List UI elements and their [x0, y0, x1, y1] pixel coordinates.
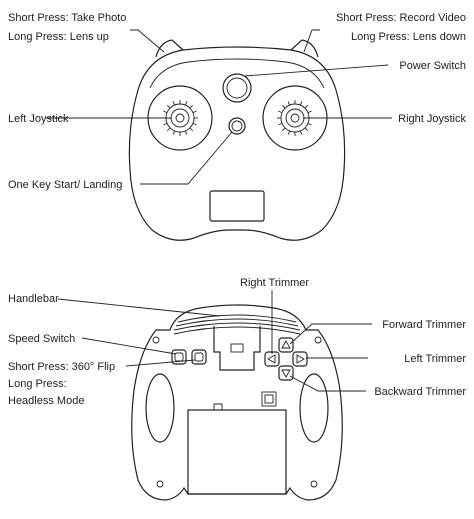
label-short-press-photo: Short Press: Take Photo: [8, 12, 126, 24]
joystick-knurl-tick: [304, 104, 309, 109]
right-grip-pad: [299, 373, 329, 443]
forward-trimmer-button: [278, 337, 294, 353]
one-key-button: [228, 117, 246, 135]
front-panel-line: [149, 58, 325, 89]
flip-headless-button: [191, 349, 207, 365]
label-right-joystick: Right Joystick: [398, 113, 466, 125]
joystick-knurl-tick: [287, 101, 291, 106]
label-one-key: One Key Start/ Landing: [8, 179, 122, 191]
back-callouts: [57, 290, 372, 392]
screw-bottom-left: [156, 480, 164, 488]
joystick-knurl-tick: [172, 101, 176, 106]
right-shoulder-button: [290, 39, 319, 58]
center-bracket: [213, 326, 261, 371]
joystick-knurl-tick: [184, 101, 188, 106]
screw-top-left: [152, 336, 160, 344]
joystick-knurl-tick: [304, 127, 309, 132]
label-long-press-lens-down: Long Press: Lens down: [351, 31, 466, 43]
screen-rect: [209, 190, 265, 222]
battery-latch-right: [261, 391, 277, 407]
label-left-trimmer: Left Trimmer: [404, 353, 466, 365]
joystick-knurl-tick: [163, 122, 168, 126]
label-backward-trimmer: Backward Trimmer: [374, 386, 466, 398]
joystick-knurl-tick: [189, 104, 194, 109]
arrow-up-icon: [281, 340, 291, 349]
joystick-knurl-tick: [192, 110, 197, 114]
joystick-knurl-tick: [163, 110, 168, 114]
trimmer-dpad: [264, 337, 308, 381]
joystick-knurl-tick: [184, 130, 188, 135]
left-shoulder-button: [155, 39, 184, 58]
label-short-press-flip: Short Press: 360° Flip: [8, 361, 115, 373]
joystick-knurl-tick: [189, 127, 194, 132]
label-speed-switch: Speed Switch: [8, 333, 75, 345]
arrow-left-icon: [267, 354, 276, 364]
screw-bottom-right: [310, 480, 318, 488]
back-body-outline: [131, 304, 343, 501]
front-callouts: [46, 29, 392, 185]
handlebar: [173, 314, 301, 335]
label-forward-trimmer: Forward Trimmer: [382, 319, 466, 331]
screw-top-right: [314, 336, 322, 344]
left-grip-pad: [145, 373, 175, 443]
label-long-press: Long Press:: [8, 378, 67, 390]
bracket-slot: [230, 343, 244, 353]
joystick-knurl-tick: [299, 101, 303, 106]
backward-trimmer-button: [278, 365, 294, 381]
joystick-knurl-tick: [307, 122, 312, 126]
joystick-knurl-tick: [278, 110, 283, 114]
controller-front: [128, 39, 346, 241]
joystick-knurl-tick: [299, 130, 303, 135]
joystick-knurl-tick: [278, 122, 283, 126]
joystick-knurl-tick: [172, 130, 176, 135]
front-body-outline: [128, 46, 346, 241]
arrow-down-icon: [281, 369, 291, 378]
label-power-switch: Power Switch: [399, 60, 466, 72]
joystick-knurl-tick: [281, 127, 286, 132]
power-switch: [222, 73, 252, 103]
label-right-trimmer: Right Trimmer: [240, 277, 309, 289]
joystick-knurl-tick: [281, 104, 286, 109]
battery-latch-left: [213, 403, 223, 410]
joystick-knurl-tick: [166, 127, 171, 132]
left-trimmer-button: [292, 351, 308, 367]
label-left-joystick: Left Joystick: [8, 113, 69, 125]
battery-latch-right-inner: [264, 394, 274, 404]
joystick-knurl-tick: [192, 122, 197, 126]
battery-cover: [187, 409, 287, 495]
label-short-press-video: Short Press: Record Video: [336, 12, 466, 24]
label-long-press-lens-up: Long Press: Lens up: [8, 31, 109, 43]
arrow-right-icon: [296, 354, 305, 364]
label-headless-mode: Headless Mode: [8, 395, 84, 407]
joystick-knurl-tick: [166, 104, 171, 109]
joystick-knurl-tick: [287, 130, 291, 135]
controller-back: [131, 304, 343, 501]
joystick-knurl-tick: [307, 110, 312, 114]
label-handlebar: Handlebar: [8, 293, 59, 305]
